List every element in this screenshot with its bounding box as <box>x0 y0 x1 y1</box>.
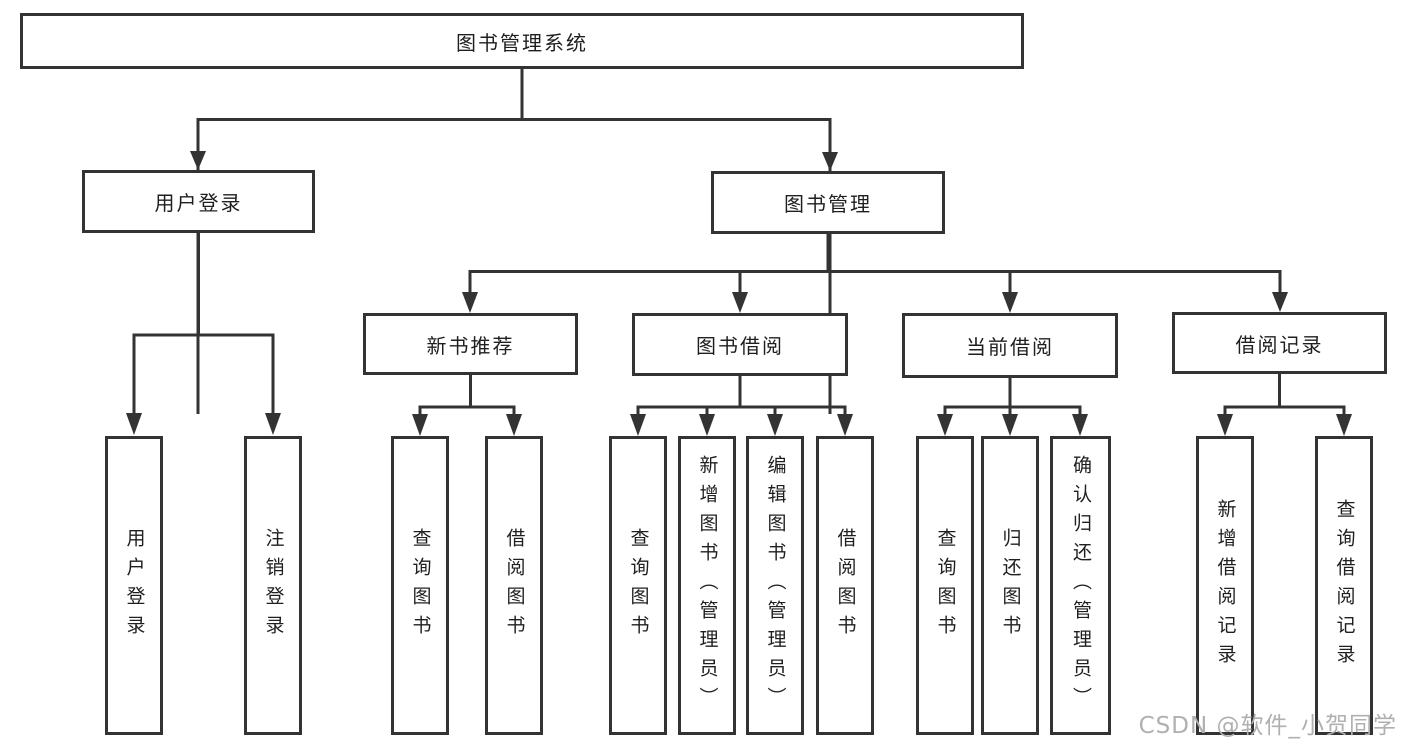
leaf-query-borrow-record: 查询借阅记录 <box>1315 436 1373 735</box>
connector-root <box>190 69 838 414</box>
arrow-head <box>1272 292 1288 312</box>
node-borrowing-records: 借阅记录 <box>1172 312 1387 374</box>
leaf-confirm-return-admin: 确认归还（管理员） <box>1050 436 1111 735</box>
node-book-management: 图书管理 <box>711 171 945 234</box>
arrow-head <box>837 414 853 436</box>
arrow-head <box>265 413 281 435</box>
leaf-logout: 注销登录 <box>244 436 302 735</box>
csdn-watermark: CSDN @软件_小贺同学 <box>1138 713 1397 739</box>
arrow-head <box>699 414 715 436</box>
connector-current-borrowing <box>937 378 1088 436</box>
arrow-head <box>1002 414 1018 436</box>
node-new-book-recommend: 新书推荐 <box>363 313 578 375</box>
leaf-edit-book-admin: 编辑图书（管理员） <box>746 436 804 735</box>
arrow-head <box>732 292 748 313</box>
connector-user-login <box>126 233 281 435</box>
leaf-query-books-1: 查询图书 <box>391 436 449 735</box>
leaf-return-books: 归还图书 <box>981 436 1039 735</box>
arrow-head <box>412 414 428 436</box>
arrow-head <box>462 292 478 313</box>
node-library-system: 图书管理系统 <box>20 13 1024 69</box>
arrow-head <box>822 152 838 171</box>
arrow-head <box>1072 414 1088 436</box>
leaf-query-books-2: 查询图书 <box>609 436 667 735</box>
leaf-add-borrow-record: 新增借阅记录 <box>1196 436 1254 735</box>
leaf-add-book-admin: 新增图书（管理员） <box>678 436 736 735</box>
connector-book-borrowing <box>630 376 853 436</box>
arrow-head <box>937 414 953 436</box>
arrow-head <box>630 414 646 436</box>
arrow-head <box>1217 414 1233 436</box>
connector-borrowing-records <box>1217 374 1352 436</box>
node-book-borrowing: 图书借阅 <box>632 313 848 376</box>
arrow-head <box>1002 292 1018 313</box>
arrow-head <box>1336 414 1352 436</box>
connector-new-book <box>412 375 522 436</box>
node-current-borrowing: 当前借阅 <box>902 313 1118 378</box>
arrow-head <box>126 413 142 435</box>
leaf-borrow-books-2: 借阅图书 <box>816 436 874 735</box>
leaf-query-books-3: 查询图书 <box>916 436 974 735</box>
connector-book-management <box>462 234 1288 313</box>
leaf-user-login: 用户登录 <box>105 436 163 735</box>
leaf-borrow-books-1: 借阅图书 <box>485 436 543 735</box>
arrow-head <box>767 414 783 436</box>
node-user-login: 用户登录 <box>82 170 315 233</box>
arrow-head <box>506 414 522 436</box>
arrow-head <box>190 151 206 170</box>
